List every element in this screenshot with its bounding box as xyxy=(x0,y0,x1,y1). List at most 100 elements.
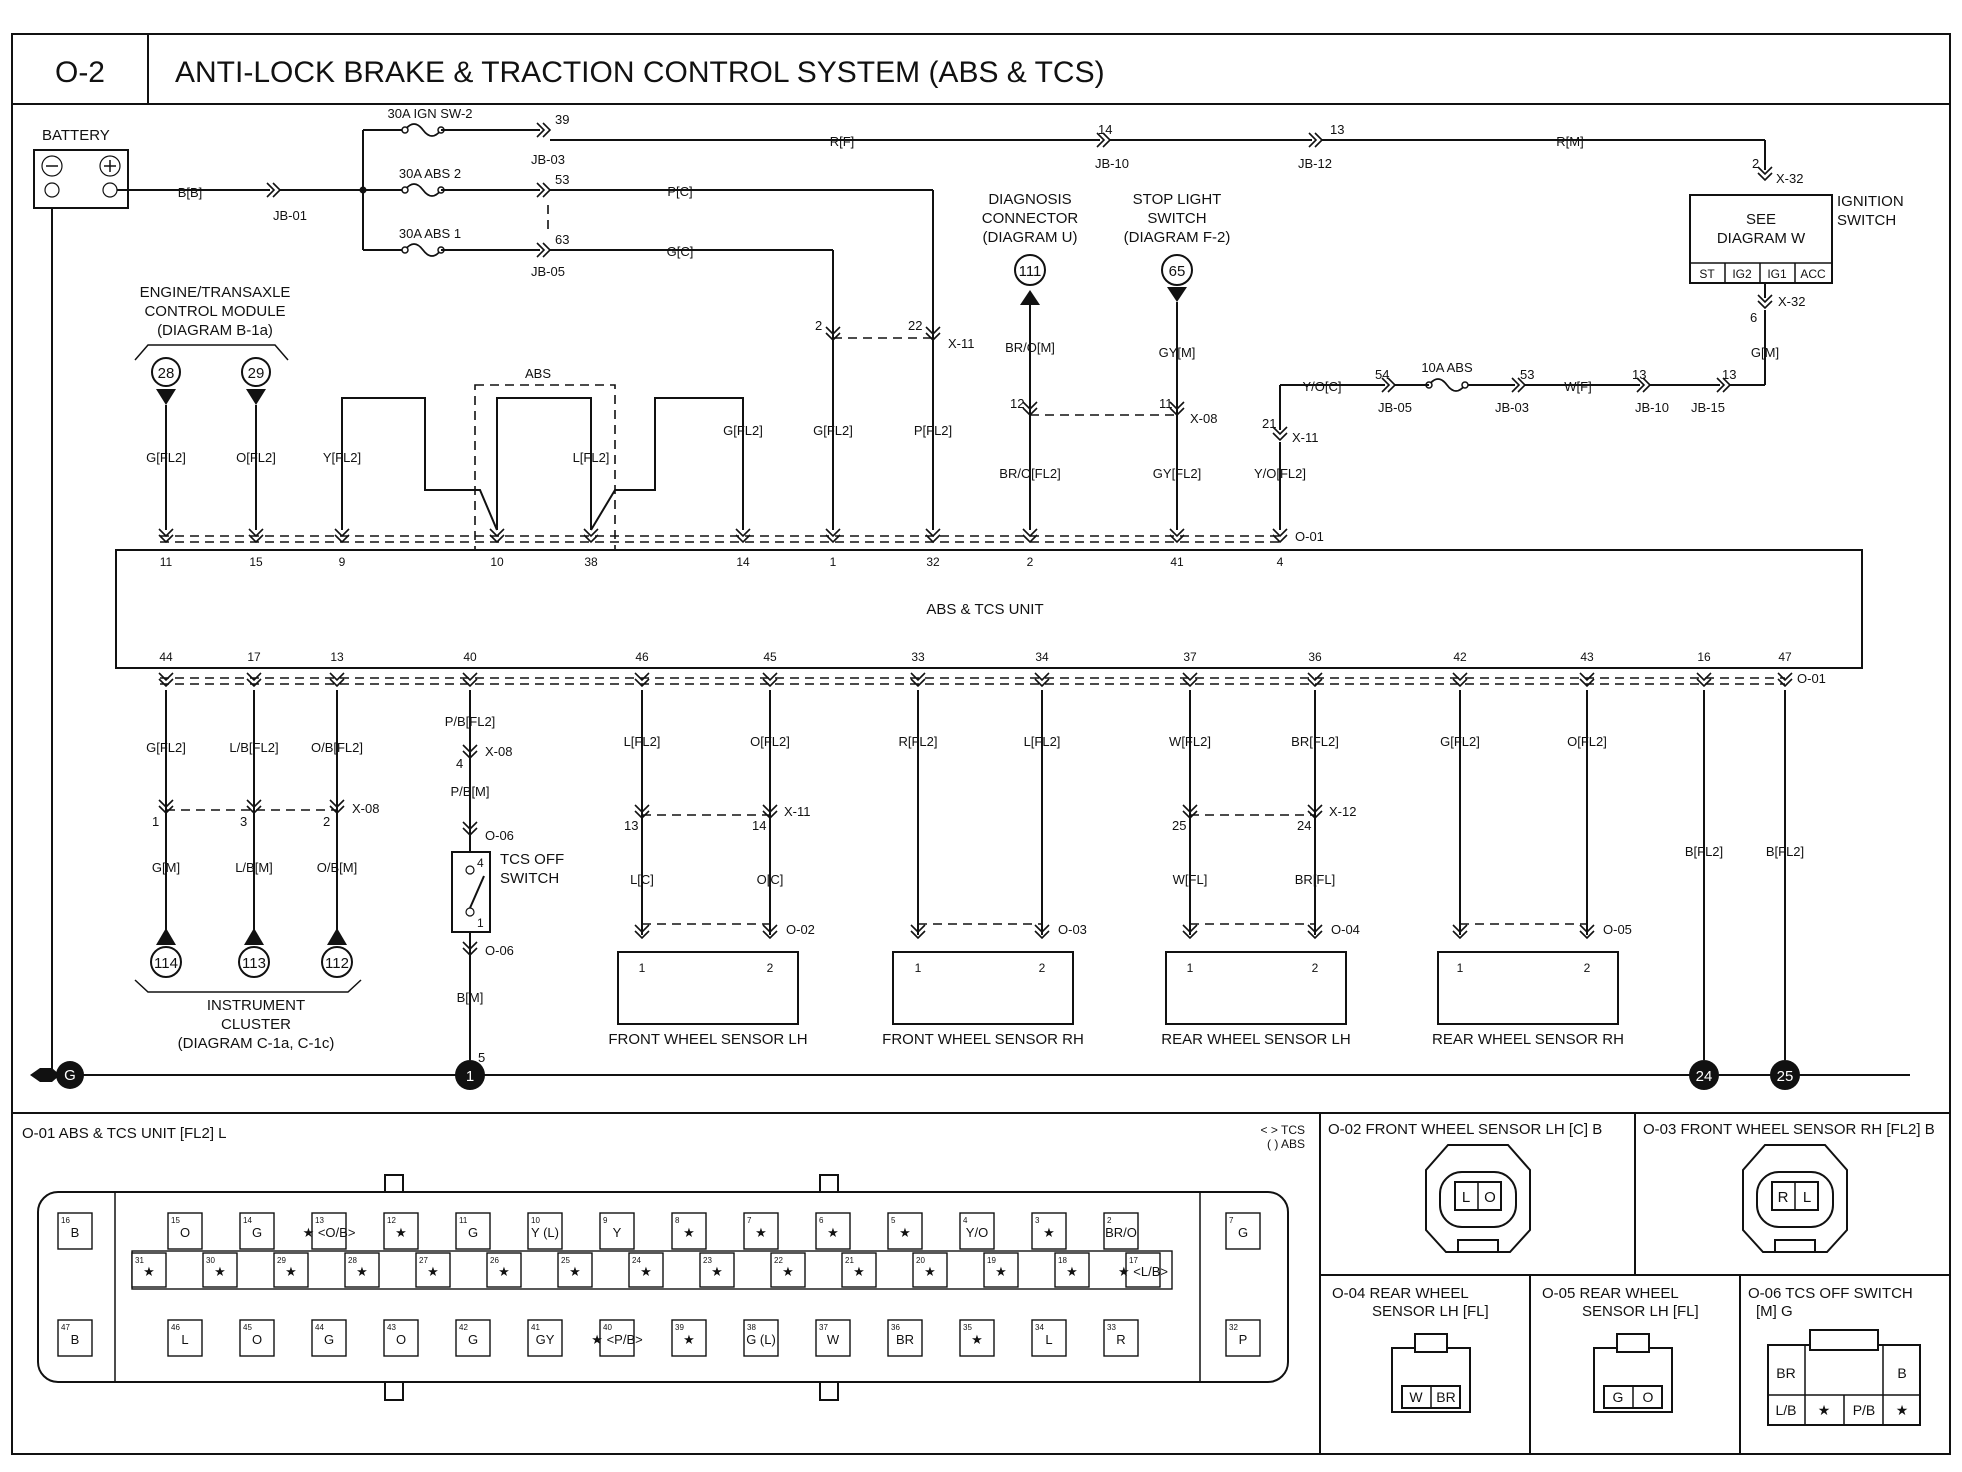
pin-number: 35 xyxy=(963,1323,972,1332)
connector-pin: 32P xyxy=(1225,1319,1261,1357)
wire-label: B[FL2] xyxy=(1685,844,1723,859)
pin-code: ★ xyxy=(755,1225,767,1240)
pin-number: 2 xyxy=(1107,1216,1112,1225)
label: SWITCH xyxy=(500,870,559,887)
wire-label: G[FL2] xyxy=(723,423,763,438)
label: SWITCH xyxy=(1147,210,1206,227)
o05-connector: G O xyxy=(1593,1333,1673,1413)
switch-position: ACC xyxy=(1800,267,1826,281)
pin-code: ★ <O/B> xyxy=(303,1225,356,1240)
connector-pin: 2BR/O xyxy=(1103,1212,1139,1250)
sensor-label: FRONT WHEEL SENSOR LH xyxy=(608,1031,807,1048)
unit-pin-number: 41 xyxy=(1170,555,1184,569)
connector-pin: 11G xyxy=(455,1212,491,1250)
pin-number: 53 xyxy=(555,172,569,187)
connector-pin: 44G xyxy=(311,1319,347,1357)
wire-label: BR[FL] xyxy=(1295,872,1335,887)
connector-pin: 19★ xyxy=(983,1252,1019,1288)
connector-pin: 6★ xyxy=(815,1212,851,1250)
wire-label: B[B] xyxy=(178,185,203,200)
wire-label: L[C] xyxy=(630,872,654,887)
connector-label: O-06 xyxy=(485,828,514,843)
pin-code: ★ xyxy=(995,1264,1007,1279)
wire-label: GY[FL2] xyxy=(1153,466,1201,481)
pin-number: 2 xyxy=(815,318,822,333)
ref-number: 28 xyxy=(158,365,175,382)
page-title: ANTI-LOCK BRAKE & TRACTION CONTROL SYSTE… xyxy=(175,56,1105,89)
pin-number: 2 xyxy=(323,814,330,829)
pin-code: ★ xyxy=(395,1225,407,1240)
unit-pin-number: 42 xyxy=(1453,650,1467,664)
label: CONNECTOR xyxy=(982,210,1079,227)
pin-code: ★ xyxy=(214,1264,226,1279)
pin-code: ★ xyxy=(711,1264,723,1279)
connector-pin: 24★ xyxy=(628,1252,664,1288)
connector-pin: 4Y/O xyxy=(959,1212,995,1250)
wire-label: G[M] xyxy=(152,860,180,875)
pin-code: ★ xyxy=(683,1332,695,1347)
o02-connector: L O xyxy=(1425,1144,1531,1253)
pin-number: 15 xyxy=(171,1216,180,1225)
connector-title: O-04 REAR WHEEL xyxy=(1332,1285,1469,1302)
pin-code: ★ xyxy=(569,1264,581,1279)
pin-code: ★ xyxy=(924,1264,936,1279)
wire-label: G[M] xyxy=(1751,345,1779,360)
abs-tcs-unit: O-01 ABS & TCS UNIT O-01 xyxy=(115,529,1863,686)
ground-point xyxy=(1770,1060,1800,1090)
o03-connector: R L xyxy=(1742,1144,1848,1253)
connector-pin: 5★ xyxy=(887,1212,923,1250)
pin-code: ★ xyxy=(853,1264,865,1279)
label: TCS OFF xyxy=(500,851,564,868)
pin-number: 46 xyxy=(171,1323,180,1332)
connector-pin: 8★ xyxy=(671,1212,707,1250)
connector-label: JB-15 xyxy=(1691,400,1725,415)
wire-label: O/B[FL2] xyxy=(311,740,363,755)
wire-label: L/B[FL2] xyxy=(229,740,278,755)
wire-label: P/B[FL2] xyxy=(445,714,496,729)
unit-pin-number: 17 xyxy=(247,650,261,664)
pin-number: 18 xyxy=(1058,1256,1067,1265)
unit-pin-number: 44 xyxy=(159,650,173,664)
pin-number: 4 xyxy=(963,1216,968,1225)
wire-label: BR[FL2] xyxy=(1291,734,1339,749)
pin-code: L xyxy=(181,1332,188,1347)
pin-code: Y (L) xyxy=(531,1225,559,1240)
wire-label: Y[FL2] xyxy=(323,450,361,465)
label: CLUSTER xyxy=(221,1016,291,1033)
pin-number: 1 xyxy=(1457,961,1464,975)
connector-pin: 10Y (L) xyxy=(527,1212,563,1250)
unit-pin-number: 2 xyxy=(1027,555,1034,569)
unit-pin-number: 13 xyxy=(330,650,344,664)
wire-label: R[M] xyxy=(1556,134,1583,149)
pin-code: W xyxy=(827,1332,840,1347)
wire-label: O[FL2] xyxy=(750,734,790,749)
pin-number: 39 xyxy=(675,1323,684,1332)
pin-code: ★ xyxy=(427,1264,439,1279)
unit-label: ABS & TCS UNIT xyxy=(926,601,1043,618)
unit-pin-number: 9 xyxy=(339,555,346,569)
pin-code: G xyxy=(468,1225,478,1240)
connector-pin: 16B xyxy=(57,1212,93,1250)
unit-pin-number: 33 xyxy=(911,650,925,664)
pin-number: 11 xyxy=(459,1216,468,1225)
pin-code: G xyxy=(1238,1225,1248,1240)
switch-position: ST xyxy=(1699,267,1715,281)
pin-code: ★ xyxy=(827,1225,839,1240)
pin-code: BR/O xyxy=(1105,1225,1137,1240)
ignition-label: SWITCH xyxy=(1837,212,1896,229)
pin-number: 7 xyxy=(747,1216,752,1225)
switch-position: IG1 xyxy=(1767,267,1787,281)
pin-number: 1 xyxy=(477,916,484,930)
pin-code: ★ xyxy=(498,1264,510,1279)
pin-number: 36 xyxy=(891,1323,900,1332)
connector-label: JB-01 xyxy=(273,208,307,223)
connector-pin: 13★ <O/B> xyxy=(303,1212,356,1250)
connector-pin: 17★ <L/B> xyxy=(1118,1252,1168,1288)
connector-pin: 28★ xyxy=(344,1252,380,1288)
pin-number: 1 xyxy=(152,814,159,829)
ground-label: 24 xyxy=(1696,1068,1713,1085)
pin-code: G xyxy=(252,1225,262,1240)
connector-label: O-01 xyxy=(1797,671,1826,686)
pin-code: R xyxy=(1116,1332,1125,1347)
engine-control-module: ENGINE/TRANSAXLE CONTROL MODULE (DIAGRAM… xyxy=(134,284,290,530)
